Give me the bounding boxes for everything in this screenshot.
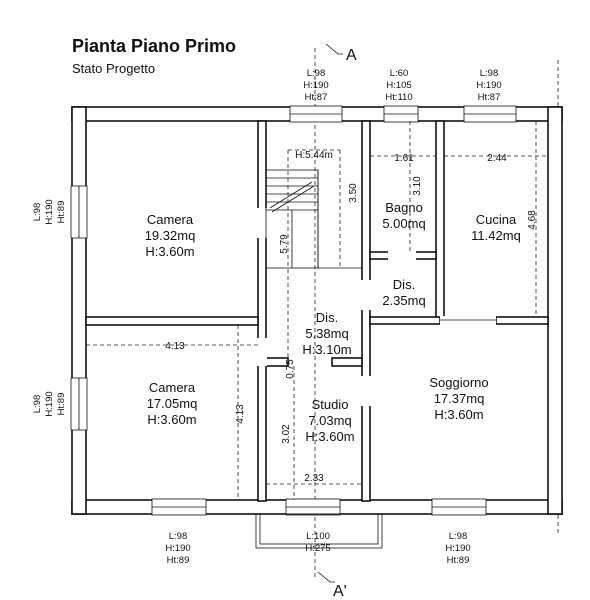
- window-label-bottom-camera: L:98 H:190 Ht:89: [165, 531, 190, 566]
- room-name: Dis.: [316, 310, 338, 325]
- window-label-left-lower: L:98 H:190 Ht:89: [32, 391, 67, 416]
- window-width: L:98: [449, 531, 468, 542]
- window-sill-height: Ht:87: [478, 92, 501, 103]
- room-dis-main: Dis. 5.38mq H:3.10m: [302, 310, 351, 357]
- section-line-top: A: [314, 43, 357, 580]
- room-name: Dis.: [393, 277, 415, 292]
- room-dis-small: Dis. 2.35mq: [382, 277, 425, 308]
- room-area: 5.00mq: [382, 216, 425, 231]
- window-height: H:190: [445, 543, 470, 554]
- window-width: L:98: [32, 395, 43, 414]
- room-height: H:3.10m: [302, 342, 351, 357]
- window-sill-height: Ht:89: [56, 393, 67, 416]
- dim-cucina-depth: 4.68: [527, 210, 538, 230]
- dimension-labels: H:5.44m 1.61 2.44 3.10 3.50 4.68 5.79 4.…: [165, 150, 538, 484]
- window-label-top-bagno: L:60 H:105 Ht:110: [385, 68, 412, 103]
- dim-studio-depth: 3.02: [281, 424, 292, 444]
- room-camera-upper: Camera 19.32mq H:3.60m: [145, 212, 196, 259]
- room-studio: Studio 7.03mq H:3.60m: [305, 397, 354, 444]
- window-sill-height: Ht:110: [385, 92, 412, 103]
- window-left-lower: [70, 377, 88, 431]
- section-label-bottom: A': [333, 583, 347, 600]
- window-label-left-upper: L:98 H:190 Ht:89: [32, 199, 67, 224]
- dim-camera-width: 4.13: [165, 341, 185, 352]
- window-width: L:98: [169, 531, 188, 542]
- dim-studio-width: 2.33: [304, 473, 324, 484]
- dim-bagno-width: 1.61: [394, 153, 414, 164]
- window-label-bottom-studio: L:100 H:275: [305, 531, 330, 554]
- window-width: L:60: [390, 68, 409, 79]
- window-width: L:100: [306, 531, 330, 542]
- dim-stair-length: 3.50: [348, 183, 359, 203]
- section-label-top: A: [346, 47, 357, 64]
- room-bagno: Bagno 5.00mq: [382, 200, 425, 231]
- room-soggiorno: Soggiorno 17.37mq H:3.60m: [429, 375, 488, 422]
- plan-title: Pianta Piano Primo: [72, 36, 237, 56]
- dimension-lines: [86, 121, 548, 500]
- room-area: 17.37mq: [434, 391, 485, 406]
- dim-cucina-width: 2.44: [487, 153, 507, 164]
- dim-bagno-depth: 3.10: [412, 176, 423, 196]
- window-height: H:105: [386, 80, 411, 91]
- room-name: Bagno: [385, 200, 423, 215]
- window-height: H:190: [165, 543, 190, 554]
- window-height: H:190: [44, 391, 55, 416]
- room-area: 7.03mq: [308, 413, 351, 428]
- window-height: H:275: [305, 543, 330, 554]
- room-height: H:3.60m: [147, 412, 196, 427]
- room-name: Studio: [312, 397, 349, 412]
- plan-subtitle: Stato Progetto: [72, 61, 156, 76]
- staircase: [265, 169, 362, 269]
- window-bottom-soggiorno: [431, 498, 487, 516]
- room-height: H:3.60m: [434, 407, 483, 422]
- window-top-left: [289, 105, 343, 123]
- dim-stair-height: H:5.44m: [295, 150, 333, 161]
- window-label-bottom-soggiorno: L:98 H:190 Ht:89: [445, 531, 470, 566]
- window-left-upper: [70, 185, 88, 239]
- window-bottom-camera: [151, 498, 207, 516]
- dim-dis-depth: 0.75: [285, 359, 296, 379]
- room-name: Camera: [149, 380, 196, 395]
- window-width: L:98: [307, 68, 326, 79]
- room-cucina: Cucina 11.42mq: [471, 212, 521, 243]
- room-area: 11.42mq: [471, 228, 521, 243]
- dim-stair-width: 5.79: [279, 234, 290, 254]
- window-bottom-studio: [285, 498, 341, 516]
- window-label-top-left: L:98 H:190 Ht:87: [303, 68, 328, 103]
- room-area: 19.32mq: [145, 228, 196, 243]
- section-line-bottom: A': [317, 571, 347, 600]
- window-sill-height: Ht:89: [447, 555, 470, 566]
- room-camera-lower: Camera 17.05mq H:3.60m: [147, 380, 198, 427]
- window-height: H:190: [303, 80, 328, 91]
- window-top-bagno: [383, 105, 419, 123]
- room-height: H:3.60m: [145, 244, 194, 259]
- room-name: Camera: [147, 212, 194, 227]
- room-height: H:3.60m: [305, 429, 354, 444]
- window-label-top-cucina: L:98 H:190 Ht:87: [476, 68, 501, 103]
- room-area: 2.35mq: [382, 293, 425, 308]
- dim-camera-depth: 4.13: [235, 404, 246, 424]
- window-height: H:190: [476, 80, 501, 91]
- room-name: Cucina: [476, 212, 517, 227]
- room-area: 5.38mq: [305, 326, 348, 341]
- window-height: H:190: [44, 199, 55, 224]
- window-sill-height: Ht:89: [56, 201, 67, 224]
- window-width: L:98: [480, 68, 499, 79]
- room-area: 17.05mq: [147, 396, 198, 411]
- balcony: [255, 513, 383, 549]
- window-sill-height: Ht:87: [305, 92, 328, 103]
- window-sill-height: Ht:89: [167, 555, 190, 566]
- room-name: Soggiorno: [429, 375, 488, 390]
- window-width: L:98: [32, 203, 43, 222]
- door-openings: [257, 208, 496, 406]
- window-top-cucina: [463, 105, 517, 123]
